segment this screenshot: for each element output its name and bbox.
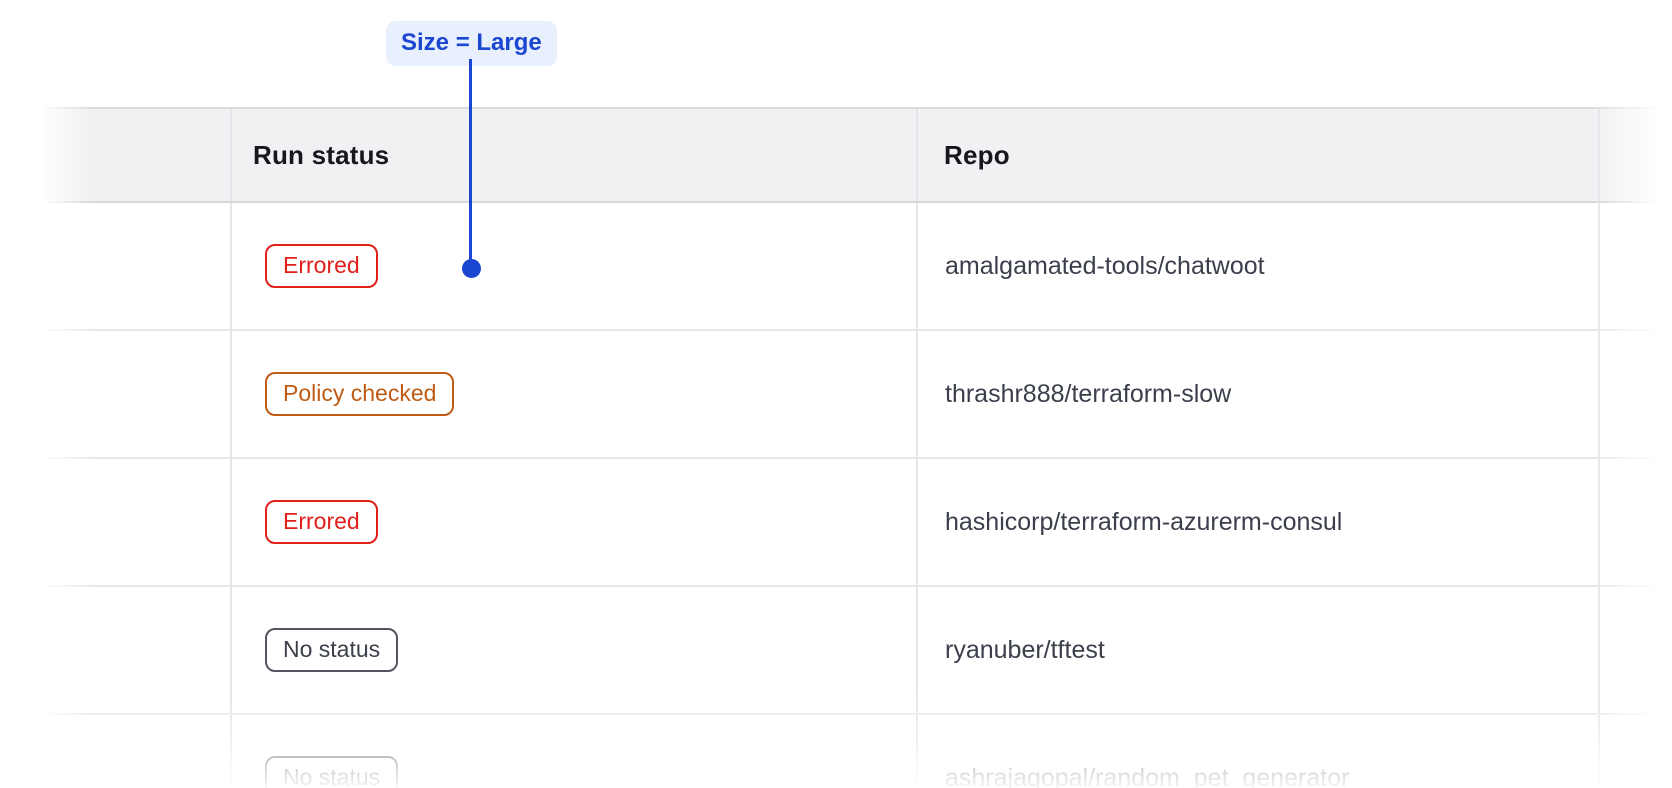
header-cell-overflow	[1598, 109, 1672, 201]
table-row: Policy checked thrashr888/terraform-slow	[45, 331, 1672, 459]
run-status-cell: No status	[230, 587, 916, 713]
callout-pointer-line	[469, 59, 472, 260]
overflow-cell	[1598, 331, 1672, 457]
run-status-cell: Errored	[230, 459, 916, 585]
repo-name: ashrajagopal/random_pet_generator	[945, 763, 1350, 788]
runs-table: Run status Repo Errored amalgamated-tool…	[45, 107, 1672, 788]
leading-cell	[45, 459, 230, 585]
table-header-row: Run status Repo	[45, 107, 1672, 203]
repo-cell: amalgamated-tools/chatwoot	[916, 203, 1598, 329]
repo-name: ryanuber/tftest	[945, 635, 1105, 664]
status-badge: Errored	[265, 499, 378, 545]
leading-cell	[45, 715, 230, 788]
repo-cell: ashrajagopal/random_pet_generator	[916, 715, 1598, 788]
run-status-cell: Policy checked	[230, 331, 916, 457]
column-header-run-status-label: Run status	[253, 139, 390, 170]
leading-cell	[45, 331, 230, 457]
repo-cell: hashicorp/terraform-azurerm-consul	[916, 459, 1598, 585]
status-badge: Policy checked	[265, 371, 455, 417]
repo-cell: ryanuber/tftest	[916, 587, 1598, 713]
run-status-cell: No status	[230, 715, 916, 788]
overflow-cell	[1598, 459, 1672, 585]
overflow-cell	[1598, 587, 1672, 713]
column-header-repo-label: Repo	[944, 139, 1010, 170]
table-row: No status ashrajagopal/random_pet_genera…	[45, 715, 1672, 788]
callout-pointer-dot	[462, 259, 481, 278]
status-badge: No status	[265, 755, 399, 788]
leading-cell	[45, 587, 230, 713]
header-cell-blank	[45, 109, 230, 201]
overflow-cell	[1598, 715, 1672, 788]
run-status-cell: Errored	[230, 203, 916, 329]
overflow-cell	[1598, 203, 1672, 329]
table-row: Errored hashicorp/terraform-azurerm-cons…	[45, 459, 1672, 587]
column-header-repo: Repo	[916, 109, 1598, 201]
repo-name: hashicorp/terraform-azurerm-consul	[945, 507, 1343, 536]
repo-name: amalgamated-tools/chatwoot	[945, 251, 1265, 280]
repo-name: thrashr888/terraform-slow	[945, 379, 1232, 408]
column-header-run-status: Run status	[230, 109, 916, 201]
size-callout-label: Size = Large	[386, 21, 557, 66]
repo-cell: thrashr888/terraform-slow	[916, 331, 1598, 457]
table-row: Errored amalgamated-tools/chatwoot	[45, 203, 1672, 331]
leading-cell	[45, 203, 230, 329]
status-badge: Errored	[265, 243, 378, 289]
table-row: No status ryanuber/tftest	[45, 587, 1672, 715]
status-badge: No status	[265, 627, 399, 673]
